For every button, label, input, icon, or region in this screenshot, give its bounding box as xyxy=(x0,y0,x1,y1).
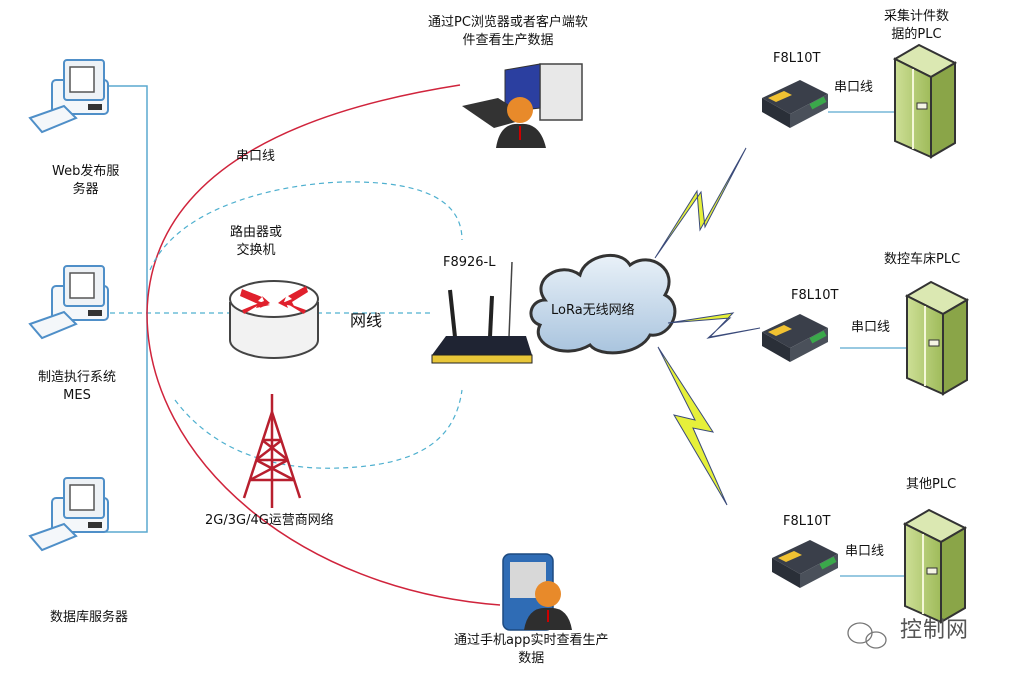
plc-icon-3 xyxy=(904,509,966,623)
plc-3-label: 其他PLC xyxy=(906,477,957,492)
network-cable-label: 网线 xyxy=(350,311,383,330)
router-switch-label: 路由器或交换机 xyxy=(230,225,283,258)
plc-icon-1 xyxy=(894,44,956,158)
lora-cloud-icon xyxy=(529,254,677,355)
cell-tower-label: 2G/3G/4G运营商网络 xyxy=(205,513,334,528)
pc-client-label: 通过PC浏览器或者客户端软件查看生产数据 xyxy=(428,15,588,48)
plc-1-label: 采集计件数据的PLC xyxy=(884,9,950,42)
router-switch-icon xyxy=(229,280,319,359)
terminal-3-device-label: F8L10T xyxy=(783,514,831,529)
watermark: 控制网 xyxy=(900,618,970,643)
gateway-label: F8926-L xyxy=(443,255,496,270)
lightning-bolt-top xyxy=(654,147,747,259)
terminal-1-link-label: 串口线 xyxy=(834,80,874,95)
mes-server-icon xyxy=(29,265,109,339)
wechat-icon xyxy=(847,622,887,649)
f8l10t-icon-1 xyxy=(762,80,828,128)
terminal-2-link-label: 串口线 xyxy=(851,320,891,335)
f8l10t-icon-3 xyxy=(772,540,838,588)
serial-arc xyxy=(146,84,501,606)
plc-2-label: 数控车床PLC xyxy=(884,252,961,267)
gateway-icon xyxy=(431,261,533,364)
lightning-bolt-bottom xyxy=(657,346,728,506)
network-arc-bottom xyxy=(174,389,463,469)
terminal-1-device-label: F8L10T xyxy=(773,51,821,66)
lora-cloud-label: LoRa无线网络 xyxy=(551,303,635,318)
web-server-icon xyxy=(29,59,109,133)
mobile-client-label: 通过手机app实时查看生产数据 xyxy=(454,633,609,666)
terminal-3-link-label: 串口线 xyxy=(845,544,885,559)
network-arc-top xyxy=(149,181,463,271)
web-server-label: Web发布服务器 xyxy=(52,164,120,197)
f8l10t-icon-2 xyxy=(762,314,828,362)
plc-icon-2 xyxy=(906,281,968,395)
terminal-2-device-label: F8L10T xyxy=(791,288,839,303)
mobile-client-icon xyxy=(502,553,572,631)
serial-line-label: 串口线 xyxy=(236,149,276,164)
pc-client-icon xyxy=(462,63,583,148)
db-server-label: 数据库服务器 xyxy=(50,610,129,625)
cell-tower-icon xyxy=(242,394,302,508)
lightning-bolt-middle xyxy=(667,312,761,339)
db-server-icon xyxy=(29,477,109,551)
